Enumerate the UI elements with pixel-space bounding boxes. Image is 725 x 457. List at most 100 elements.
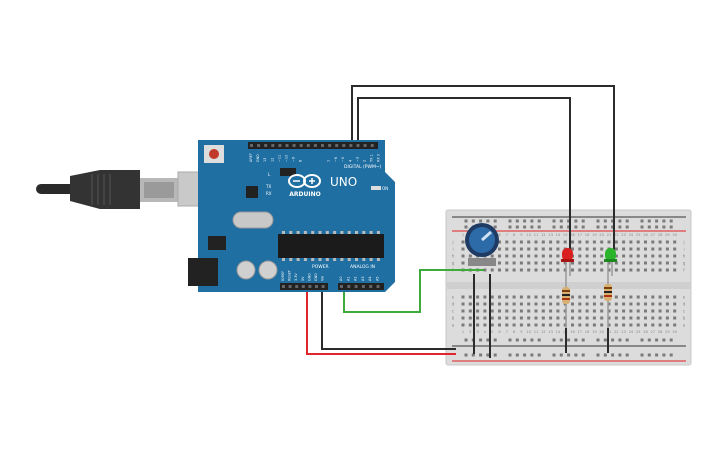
breadboard-hole[interactable] [549, 295, 553, 299]
header-pin[interactable] [264, 144, 268, 147]
breadboard-hole[interactable] [527, 268, 531, 272]
breadboard-hole[interactable] [512, 254, 516, 258]
breadboard-hole[interactable] [512, 240, 516, 244]
rail-hole[interactable] [611, 353, 615, 357]
rail-hole[interactable] [611, 225, 615, 229]
header-pin[interactable] [295, 285, 299, 288]
breadboard-hole[interactable] [665, 247, 669, 251]
breadboard-hole[interactable] [571, 240, 574, 244]
breadboard-hole[interactable] [665, 295, 669, 299]
rail-hole[interactable] [574, 353, 578, 357]
breadboard-hole[interactable] [490, 302, 494, 306]
breadboard-hole[interactable] [571, 316, 574, 320]
breadboard-hole[interactable] [534, 302, 538, 306]
breadboard-hole[interactable] [519, 309, 523, 313]
rail-hole[interactable] [486, 219, 490, 223]
breadboard-hole[interactable] [622, 261, 626, 265]
breadboard-hole[interactable] [527, 247, 531, 251]
breadboard-hole[interactable] [541, 268, 545, 272]
rail-hole[interactable] [471, 353, 475, 357]
breadboard-hole[interactable] [644, 268, 647, 272]
breadboard-hole[interactable] [534, 261, 538, 265]
rail-hole[interactable] [625, 219, 629, 223]
breadboard-hole[interactable] [563, 316, 567, 320]
breadboard-hole[interactable] [585, 295, 589, 299]
breadboard-hole[interactable] [549, 302, 553, 306]
breadboard-hole[interactable] [578, 316, 582, 320]
breadboard-hole[interactable] [629, 240, 633, 244]
header-pin[interactable] [282, 285, 285, 288]
breadboard-hole[interactable] [614, 302, 618, 306]
rail-hole[interactable] [581, 353, 585, 357]
header-pin[interactable] [250, 144, 253, 147]
breadboard-hole[interactable] [658, 240, 662, 244]
breadboard-hole[interactable] [534, 268, 538, 272]
breadboard-hole[interactable] [549, 309, 553, 313]
breadboard-hole[interactable] [527, 261, 531, 265]
breadboard-hole[interactable] [549, 261, 553, 265]
header-pin[interactable] [361, 285, 365, 288]
breadboard-hole[interactable] [600, 309, 604, 313]
breadboard-hole[interactable] [607, 261, 611, 265]
breadboard-hole[interactable] [541, 309, 545, 313]
breadboard-hole[interactable] [563, 323, 567, 327]
breadboard-hole[interactable] [468, 323, 472, 327]
breadboard-hole[interactable] [519, 254, 523, 258]
breadboard-hole[interactable] [512, 268, 516, 272]
breadboard-hole[interactable] [498, 261, 501, 265]
breadboard-hole[interactable] [578, 323, 582, 327]
breadboard-hole[interactable] [476, 295, 480, 299]
rail-hole[interactable] [567, 219, 571, 223]
rail-hole[interactable] [493, 338, 497, 342]
breadboard-hole[interactable] [614, 316, 618, 320]
breadboard-hole[interactable] [549, 247, 553, 251]
breadboard-hole[interactable] [658, 247, 662, 251]
breadboard-hole[interactable] [512, 247, 516, 251]
breadboard-hole[interactable] [519, 240, 523, 244]
rail-hole[interactable] [515, 353, 519, 357]
breadboard-hole[interactable] [665, 254, 669, 258]
breadboard-hole[interactable] [658, 309, 662, 313]
breadboard-hole[interactable] [629, 309, 633, 313]
breadboard-hole[interactable] [468, 309, 472, 313]
breadboard-hole[interactable] [519, 302, 523, 306]
rail-hole[interactable] [552, 225, 556, 229]
breadboard-hole[interactable] [549, 254, 553, 258]
rail-hole[interactable] [530, 338, 534, 342]
breadboard-hole[interactable] [644, 240, 647, 244]
header-pin[interactable] [342, 144, 346, 147]
breadboard-hole[interactable] [519, 295, 523, 299]
rail-hole[interactable] [464, 219, 468, 223]
breadboard-hole[interactable] [673, 309, 677, 313]
breadboard-hole[interactable] [505, 254, 509, 258]
breadboard-hole[interactable] [658, 302, 662, 306]
rail-hole[interactable] [493, 219, 497, 223]
breadboard-hole[interactable] [571, 302, 574, 306]
breadboard-hole[interactable] [578, 309, 582, 313]
breadboard-hole[interactable] [556, 295, 560, 299]
rail-hole[interactable] [479, 219, 483, 223]
rail-hole[interactable] [640, 219, 644, 223]
breadboard-hole[interactable] [592, 254, 596, 258]
rail-hole[interactable] [508, 338, 512, 342]
breadboard-hole[interactable] [476, 323, 480, 327]
breadboard-hole[interactable] [622, 323, 626, 327]
breadboard-hole[interactable] [512, 261, 516, 265]
rail-hole[interactable] [508, 219, 512, 223]
breadboard-hole[interactable] [614, 323, 618, 327]
header-pin[interactable] [369, 285, 373, 288]
rail-hole[interactable] [537, 353, 541, 357]
breadboard-hole[interactable] [512, 309, 516, 313]
breadboard-hole[interactable] [505, 240, 509, 244]
breadboard-hole[interactable] [629, 268, 633, 272]
breadboard-hole[interactable] [541, 261, 545, 265]
breadboard-hole[interactable] [600, 240, 604, 244]
rail-hole[interactable] [471, 219, 475, 223]
rail-hole[interactable] [662, 353, 666, 357]
rail-hole[interactable] [493, 225, 497, 229]
breadboard-hole[interactable] [622, 309, 626, 313]
breadboard-hole[interactable] [622, 316, 626, 320]
breadboard-hole[interactable] [651, 247, 655, 251]
rail-hole[interactable] [567, 353, 571, 357]
breadboard-hole[interactable] [614, 309, 618, 313]
